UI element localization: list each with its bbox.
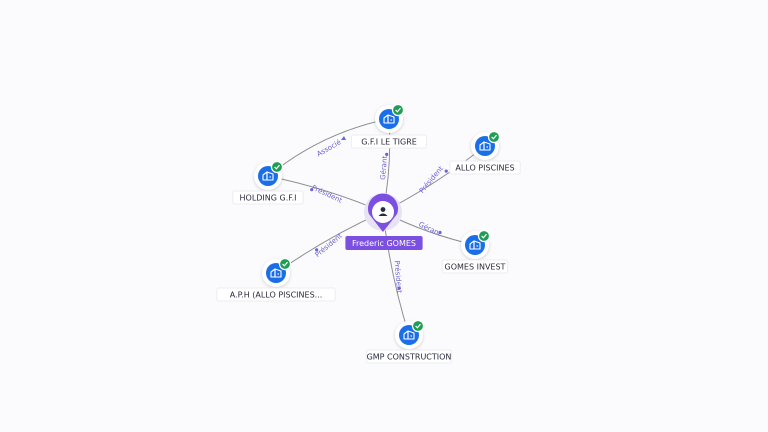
- building-icon-right: [483, 141, 491, 151]
- building-icon: [270, 268, 282, 278]
- edge-relation-label: Gérant: [417, 220, 442, 238]
- edge-relation-label: Président: [393, 260, 404, 293]
- company-label-background: [366, 349, 452, 364]
- person-icon: [378, 207, 388, 216]
- building-icon: [262, 171, 274, 181]
- verified-check-mark: [491, 134, 497, 140]
- person-icon-head: [380, 207, 386, 212]
- verified-check-mark: [282, 261, 288, 267]
- company-label-background: [232, 190, 304, 205]
- verified-check-icon: [391, 103, 405, 117]
- verified-check-mark: [481, 233, 487, 239]
- building-icon-right: [407, 330, 415, 340]
- verified-badge-circle: [278, 257, 292, 271]
- company-label-background: [449, 160, 521, 175]
- verified-badge-circle: [391, 103, 405, 117]
- building-icon-right: [473, 240, 481, 250]
- edge-arrow: [341, 136, 346, 140]
- person-node-inner: [372, 201, 394, 223]
- building-icon: [469, 240, 481, 250]
- building-icon-right: [266, 171, 274, 181]
- edge-arrow: [438, 230, 442, 235]
- center-node[interactable]: Frederic GOMES: [345, 193, 423, 250]
- verified-check-icon: [270, 160, 284, 174]
- edge-arrow: [385, 152, 389, 156]
- company-name-label: GOMES INVEST: [445, 263, 506, 272]
- nodes-layer: G.F.I LE TIGRE ALLO PISCINES GOMES INVEST G…: [216, 103, 521, 364]
- building-icon: [403, 330, 415, 340]
- edge-arrow: [310, 188, 314, 192]
- company-name-label: GMP CONSTRUCTION: [367, 353, 452, 362]
- edge-relation-label: Président: [310, 184, 343, 205]
- company-name-label: A.P.H (ALLO PISCINES...: [230, 291, 323, 300]
- company-name-label: ALLO PISCINES: [455, 164, 514, 173]
- company-label-background: [216, 287, 336, 302]
- verified-badge-circle: [411, 319, 425, 333]
- verified-badge-circle: [477, 229, 491, 243]
- company-name-label: HOLDING G.F.I: [240, 194, 297, 203]
- verified-check-mark: [395, 107, 401, 113]
- building-icon-right: [274, 268, 282, 278]
- company-node-aph[interactable]: A.P.H (ALLO PISCINES...: [216, 257, 336, 302]
- company-node-gmp-construction[interactable]: GMP CONSTRUCTION: [366, 319, 452, 364]
- edge-arrow: [397, 286, 401, 290]
- person-label-background: [345, 236, 423, 250]
- verified-check-icon: [411, 319, 425, 333]
- building-icon: [383, 114, 395, 124]
- verified-check-icon: [477, 229, 491, 243]
- edge-arrow: [444, 169, 448, 173]
- company-node-gfi-le-tigre[interactable]: G.F.I LE TIGRE: [350, 103, 428, 149]
- building-icon-right: [387, 114, 395, 124]
- company-node-holding-gfi[interactable]: HOLDING G.F.I: [232, 160, 304, 205]
- verified-badge-circle: [487, 130, 501, 144]
- company-node-gomes-invest[interactable]: GOMES INVEST: [441, 229, 509, 274]
- company-label-background: [350, 134, 428, 149]
- edge-relation-label: Président: [418, 164, 445, 194]
- verified-check-icon: [278, 257, 292, 271]
- edge-arrow: [315, 248, 319, 252]
- edge-relation-label: Gérant: [379, 155, 389, 180]
- link-edge-holding-gfi-gfi-le-tigre: [275, 120, 380, 171]
- link-relation-label: Associé: [316, 138, 343, 158]
- verified-check-icon: [487, 130, 501, 144]
- verified-badge-circle: [270, 160, 284, 174]
- person-icon-body: [378, 213, 388, 216]
- company-node-allo-piscines[interactable]: ALLO PISCINES: [449, 130, 521, 175]
- verified-check-mark: [274, 164, 280, 170]
- verified-check-mark: [415, 323, 421, 329]
- company-name-label: G.F.I LE TIGRE: [361, 138, 417, 147]
- company-label-background: [441, 259, 509, 274]
- building-icon: [479, 141, 491, 151]
- person-name-label: Frederic GOMES: [352, 239, 416, 248]
